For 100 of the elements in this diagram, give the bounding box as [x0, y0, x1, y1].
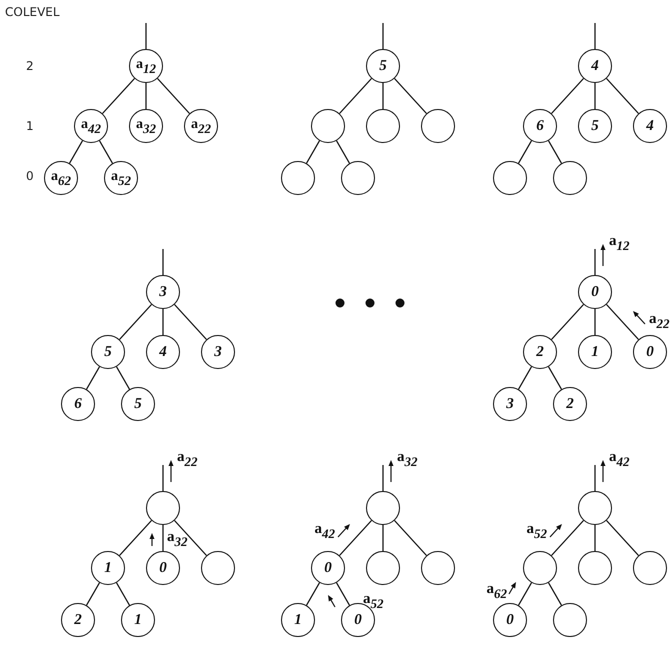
tree-node-circle — [421, 551, 455, 585]
value-label: a$_{62}$ — [486, 582, 507, 600]
tree-node-circle — [311, 551, 345, 585]
tree-edge — [382, 23, 384, 49]
tree-edge — [518, 140, 532, 164]
node-label: 0 — [159, 560, 167, 576]
value-label: a$_{52}$ — [363, 592, 384, 610]
tree-node-circle — [74, 109, 108, 143]
node-label: 5 — [591, 118, 599, 134]
tree-node-circle — [366, 491, 400, 525]
value-label: a$_{42}$ — [609, 450, 630, 468]
tree-node-circle — [421, 109, 455, 143]
tree-edge — [551, 304, 584, 340]
tree-node-circle — [493, 161, 527, 195]
tree-edge — [606, 78, 639, 114]
tree-edge — [382, 465, 384, 491]
tree-edge — [548, 366, 562, 390]
tree-edge — [306, 140, 320, 164]
value-label: a$_{32}$ — [167, 530, 188, 548]
tree-edge — [336, 582, 350, 606]
node-label: 5 — [379, 58, 387, 74]
node-label: 1 — [591, 344, 599, 360]
tree-node-circle — [121, 387, 155, 421]
tree-node-circle — [129, 49, 163, 83]
tree-edge — [145, 83, 147, 109]
tree-edge — [119, 520, 152, 556]
tree-edge — [518, 366, 532, 390]
tree-node-circle — [553, 603, 587, 637]
tree-node-circle — [633, 551, 667, 585]
tree-node-circle — [493, 603, 527, 637]
tree-edge — [162, 249, 164, 275]
tree-edge — [548, 140, 562, 164]
tree-edge — [119, 304, 152, 340]
tree-edge — [116, 582, 130, 606]
tree-edge — [606, 304, 639, 340]
tree-node-circle — [523, 109, 557, 143]
axis-title: COLEVEL — [5, 6, 60, 18]
node-label: 0 — [506, 612, 514, 628]
value-label: a$_{12}$ — [609, 234, 630, 252]
tree-edge — [116, 366, 130, 390]
node-label: 2 — [74, 612, 82, 628]
tree-edge — [339, 520, 372, 556]
tree-node-circle — [578, 491, 612, 525]
tree-edge — [551, 520, 584, 556]
tree-edge — [174, 520, 207, 556]
node-label: 3 — [214, 344, 222, 360]
tree-node-circle — [61, 387, 95, 421]
tree-edge — [339, 78, 372, 114]
tree-node-circle — [493, 387, 527, 421]
tree-edge — [394, 78, 427, 114]
tree-edge — [594, 83, 596, 109]
tree-edge — [518, 582, 532, 606]
node-label: 5 — [134, 396, 142, 412]
value-label: a$_{32}$ — [397, 450, 418, 468]
tree-edge — [594, 465, 596, 491]
tree-edge — [98, 140, 114, 164]
tree-edge — [68, 140, 84, 164]
tree-node-circle — [578, 49, 612, 83]
tree-node-circle — [553, 387, 587, 421]
tree-node-circle — [578, 551, 612, 585]
level-number: 2 — [26, 60, 34, 72]
node-label: 6 — [536, 118, 544, 134]
tree-node-circle — [578, 275, 612, 309]
node-label: 0 — [324, 560, 332, 576]
tree-node-circle — [201, 335, 235, 369]
value-label: a$_{22}$ — [177, 450, 198, 468]
tree-node-circle — [366, 49, 400, 83]
tree-edge — [162, 465, 164, 491]
tree-node-circle — [281, 603, 315, 637]
tree-edge — [86, 582, 100, 606]
level-number: 1 — [26, 120, 34, 132]
value-label: a$_{42}$ — [314, 522, 335, 540]
tree-node-circle — [366, 551, 400, 585]
tree-node-circle — [553, 161, 587, 195]
tree-node-circle — [633, 109, 667, 143]
tree-edge — [606, 520, 639, 556]
node-label: 4 — [159, 344, 167, 360]
tree-node-circle — [146, 551, 180, 585]
node-label: 0 — [646, 344, 654, 360]
tree-edge — [336, 140, 350, 164]
tree-node-circle — [61, 603, 95, 637]
node-label: 2 — [536, 344, 544, 360]
tree-edge — [162, 525, 164, 551]
node-label: 3 — [159, 284, 167, 300]
tree-node-circle — [523, 335, 557, 369]
node-label: 6 — [74, 396, 82, 412]
node-label: 1 — [134, 612, 142, 628]
tree-edge — [394, 520, 427, 556]
node-label: 1 — [294, 612, 302, 628]
tree-node-circle — [104, 161, 138, 195]
tree-node-circle — [146, 275, 180, 309]
node-label: 3 — [506, 396, 514, 412]
node-label: 4 — [591, 58, 599, 74]
level-number: 0 — [26, 170, 34, 182]
tree-node-circle — [146, 335, 180, 369]
tree-edge — [306, 582, 320, 606]
tree-edge — [382, 525, 384, 551]
tree-edge — [102, 78, 135, 114]
tree-edge — [86, 366, 100, 390]
tree-node-circle — [91, 551, 125, 585]
